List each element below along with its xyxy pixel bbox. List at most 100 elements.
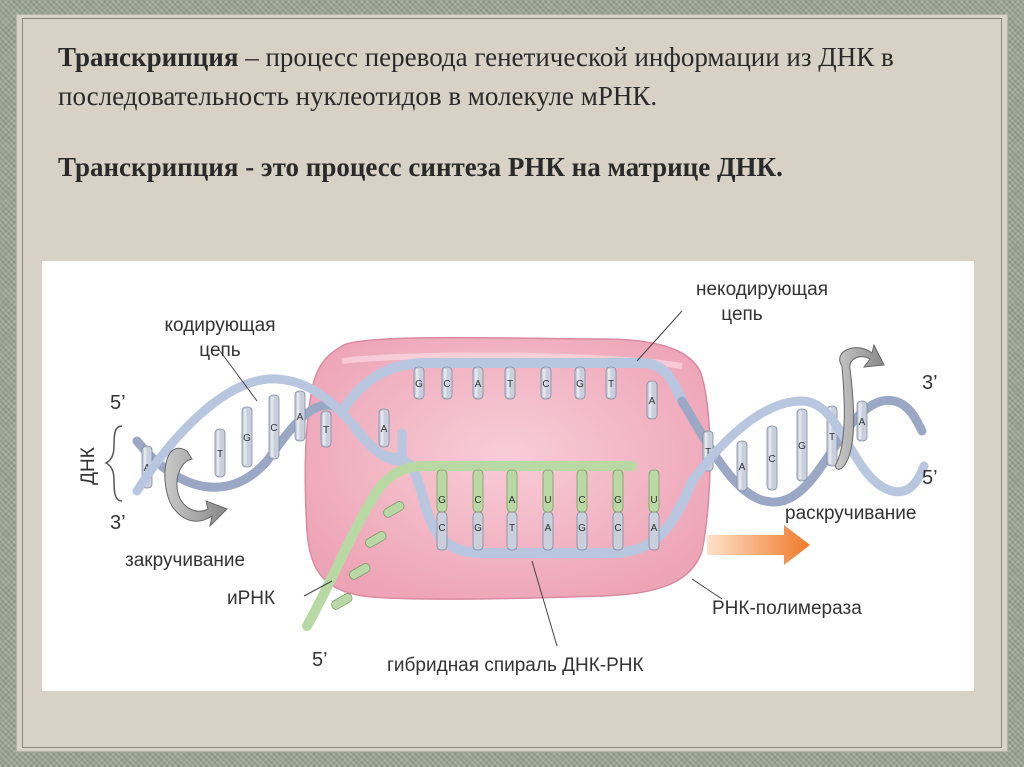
rna-base-4-letter: C bbox=[578, 495, 585, 506]
top-base-0-letter: A bbox=[381, 424, 388, 435]
template-base-6: A bbox=[648, 511, 660, 551]
three-prime-left: 3’ bbox=[110, 512, 126, 534]
rna-tail-base-3 bbox=[331, 593, 353, 610]
top-base-5-letter: C bbox=[542, 379, 549, 390]
right-helix-base-1: A bbox=[736, 440, 748, 492]
definition-text: – процесс перевода генетической информац… bbox=[58, 42, 894, 111]
template-base-3: A bbox=[542, 511, 554, 551]
left-helix-base-2-letter: G bbox=[243, 433, 251, 444]
statement: Транскрипция - это процесс синтеза РНК н… bbox=[58, 148, 988, 187]
template-base-2: T bbox=[506, 511, 518, 551]
unwinding-arrow bbox=[834, 343, 885, 470]
left-helix-base-5-letter: T bbox=[323, 425, 329, 436]
template-base-0: C bbox=[436, 511, 448, 551]
left-helix-base-5: T bbox=[320, 410, 332, 448]
template-base-1-letter: G bbox=[474, 523, 482, 534]
top-base-1: G bbox=[413, 366, 425, 400]
rna-base-5: G bbox=[612, 469, 624, 513]
rna-base-2-letter: A bbox=[509, 495, 516, 506]
hybrid-helix-label: гибридная спираль ДНК-РНК bbox=[387, 655, 644, 676]
three-prime-right: 3’ bbox=[922, 372, 938, 394]
top-base-3: A bbox=[472, 366, 484, 400]
five-prime-right: 5’ bbox=[922, 467, 938, 489]
left-helix-base-4-letter: A bbox=[297, 412, 304, 423]
rna-base-6-letter: U bbox=[650, 495, 657, 506]
rna-base-0: G bbox=[436, 469, 448, 513]
right-helix-base-5: A bbox=[856, 400, 868, 442]
top-base-4: T bbox=[504, 366, 516, 400]
template-base-5-letter: C bbox=[614, 523, 621, 534]
template-base-5: C bbox=[612, 511, 624, 551]
dna-bracket bbox=[104, 425, 123, 502]
top-base-3-letter: A bbox=[475, 379, 482, 390]
noncoding-strand-leader bbox=[636, 310, 683, 362]
direction-arrow bbox=[707, 525, 810, 565]
right-helix-base-0-letter: T bbox=[705, 447, 711, 458]
right-helix-base-4-letter: T bbox=[829, 432, 835, 443]
template-base-6-letter: A bbox=[651, 523, 658, 534]
top-base-7-letter: T bbox=[608, 379, 614, 390]
template-base-3-letter: A bbox=[545, 523, 552, 534]
dna-label: ДНК bbox=[78, 447, 99, 485]
coding-strand-label-line2: цепь bbox=[199, 340, 241, 361]
noncoding-strand-label-line2: цепь bbox=[721, 304, 763, 325]
left-helix-base-3-letter: C bbox=[270, 423, 277, 434]
top-base-4-letter: T bbox=[507, 379, 513, 390]
coding-strand-leader bbox=[219, 350, 258, 402]
statement-text: Транскрипция - это процесс синтеза РНК н… bbox=[58, 152, 783, 182]
mrna-label: иРНК bbox=[227, 588, 275, 609]
rna-tail-base-0 bbox=[383, 501, 405, 518]
rna-tail-base-1 bbox=[365, 531, 387, 548]
rna-base-1-letter: C bbox=[474, 495, 481, 506]
left-helix-base-4: A bbox=[294, 390, 306, 442]
left-helix-base-1: T bbox=[214, 428, 226, 478]
rna-base-6: U bbox=[648, 469, 660, 513]
definition-term: Транскрипция bbox=[58, 42, 239, 72]
top-base-0: A bbox=[378, 408, 390, 448]
template-base-0-letter: C bbox=[438, 523, 445, 534]
rewinding-label: закручивание bbox=[125, 550, 245, 571]
slide-text: Транскрипция – процесс перевода генетиче… bbox=[58, 38, 988, 187]
right-helix-strand-back bbox=[677, 395, 927, 507]
top-base-2: C bbox=[441, 366, 453, 400]
top-base-8-letter: A bbox=[649, 396, 656, 407]
mrna-leader bbox=[303, 580, 333, 597]
definition-paragraph: Транскрипция – процесс перевода генетиче… bbox=[58, 38, 988, 116]
rna-base-2: A bbox=[506, 469, 518, 513]
rna-base-1: C bbox=[472, 469, 484, 513]
hybrid-helix-leader bbox=[531, 560, 558, 647]
top-base-1-letter: G bbox=[415, 379, 423, 390]
right-helix-base-3: G bbox=[796, 408, 808, 482]
top-base-2-letter: C bbox=[443, 379, 450, 390]
rna-polymerase-label: РНК-полимераза bbox=[712, 598, 862, 619]
mrna-strand bbox=[302, 461, 637, 631]
left-helix-base-1-letter: T bbox=[217, 449, 223, 460]
top-base-5: C bbox=[540, 366, 552, 400]
rna-base-0-letter: G bbox=[438, 495, 446, 506]
rna-base-3-letter: U bbox=[544, 495, 551, 506]
unwinding-label: раскручивание bbox=[785, 503, 916, 524]
top-base-6-letter: G bbox=[576, 379, 584, 390]
rna-base-4: C bbox=[576, 469, 588, 513]
five-prime-left: 5’ bbox=[110, 392, 126, 414]
template-base-2-letter: T bbox=[509, 523, 515, 534]
coding-strand-label-line1: кодирующая bbox=[165, 315, 276, 336]
rewinding-arrow bbox=[164, 447, 228, 528]
right-helix-strand-front bbox=[687, 396, 929, 497]
template-base-1: G bbox=[472, 511, 484, 551]
five-prime-rna: 5’ bbox=[312, 649, 328, 671]
left-helix-base-3: C bbox=[268, 394, 280, 460]
rna-base-3: U bbox=[542, 469, 554, 513]
top-base-8: A bbox=[646, 380, 658, 420]
polymerase-leader bbox=[691, 578, 723, 600]
top-base-6: G bbox=[574, 366, 586, 400]
right-helix-base-3-letter: G bbox=[798, 441, 806, 452]
right-helix-base-1-letter: A bbox=[739, 462, 746, 473]
left-helix-base-2: G bbox=[241, 406, 253, 468]
template-base-4: G bbox=[576, 511, 588, 551]
top-base-7: T bbox=[605, 366, 617, 400]
template-base-4-letter: G bbox=[578, 523, 586, 534]
noncoding-strand-label-line1: некодирующая bbox=[696, 279, 828, 300]
